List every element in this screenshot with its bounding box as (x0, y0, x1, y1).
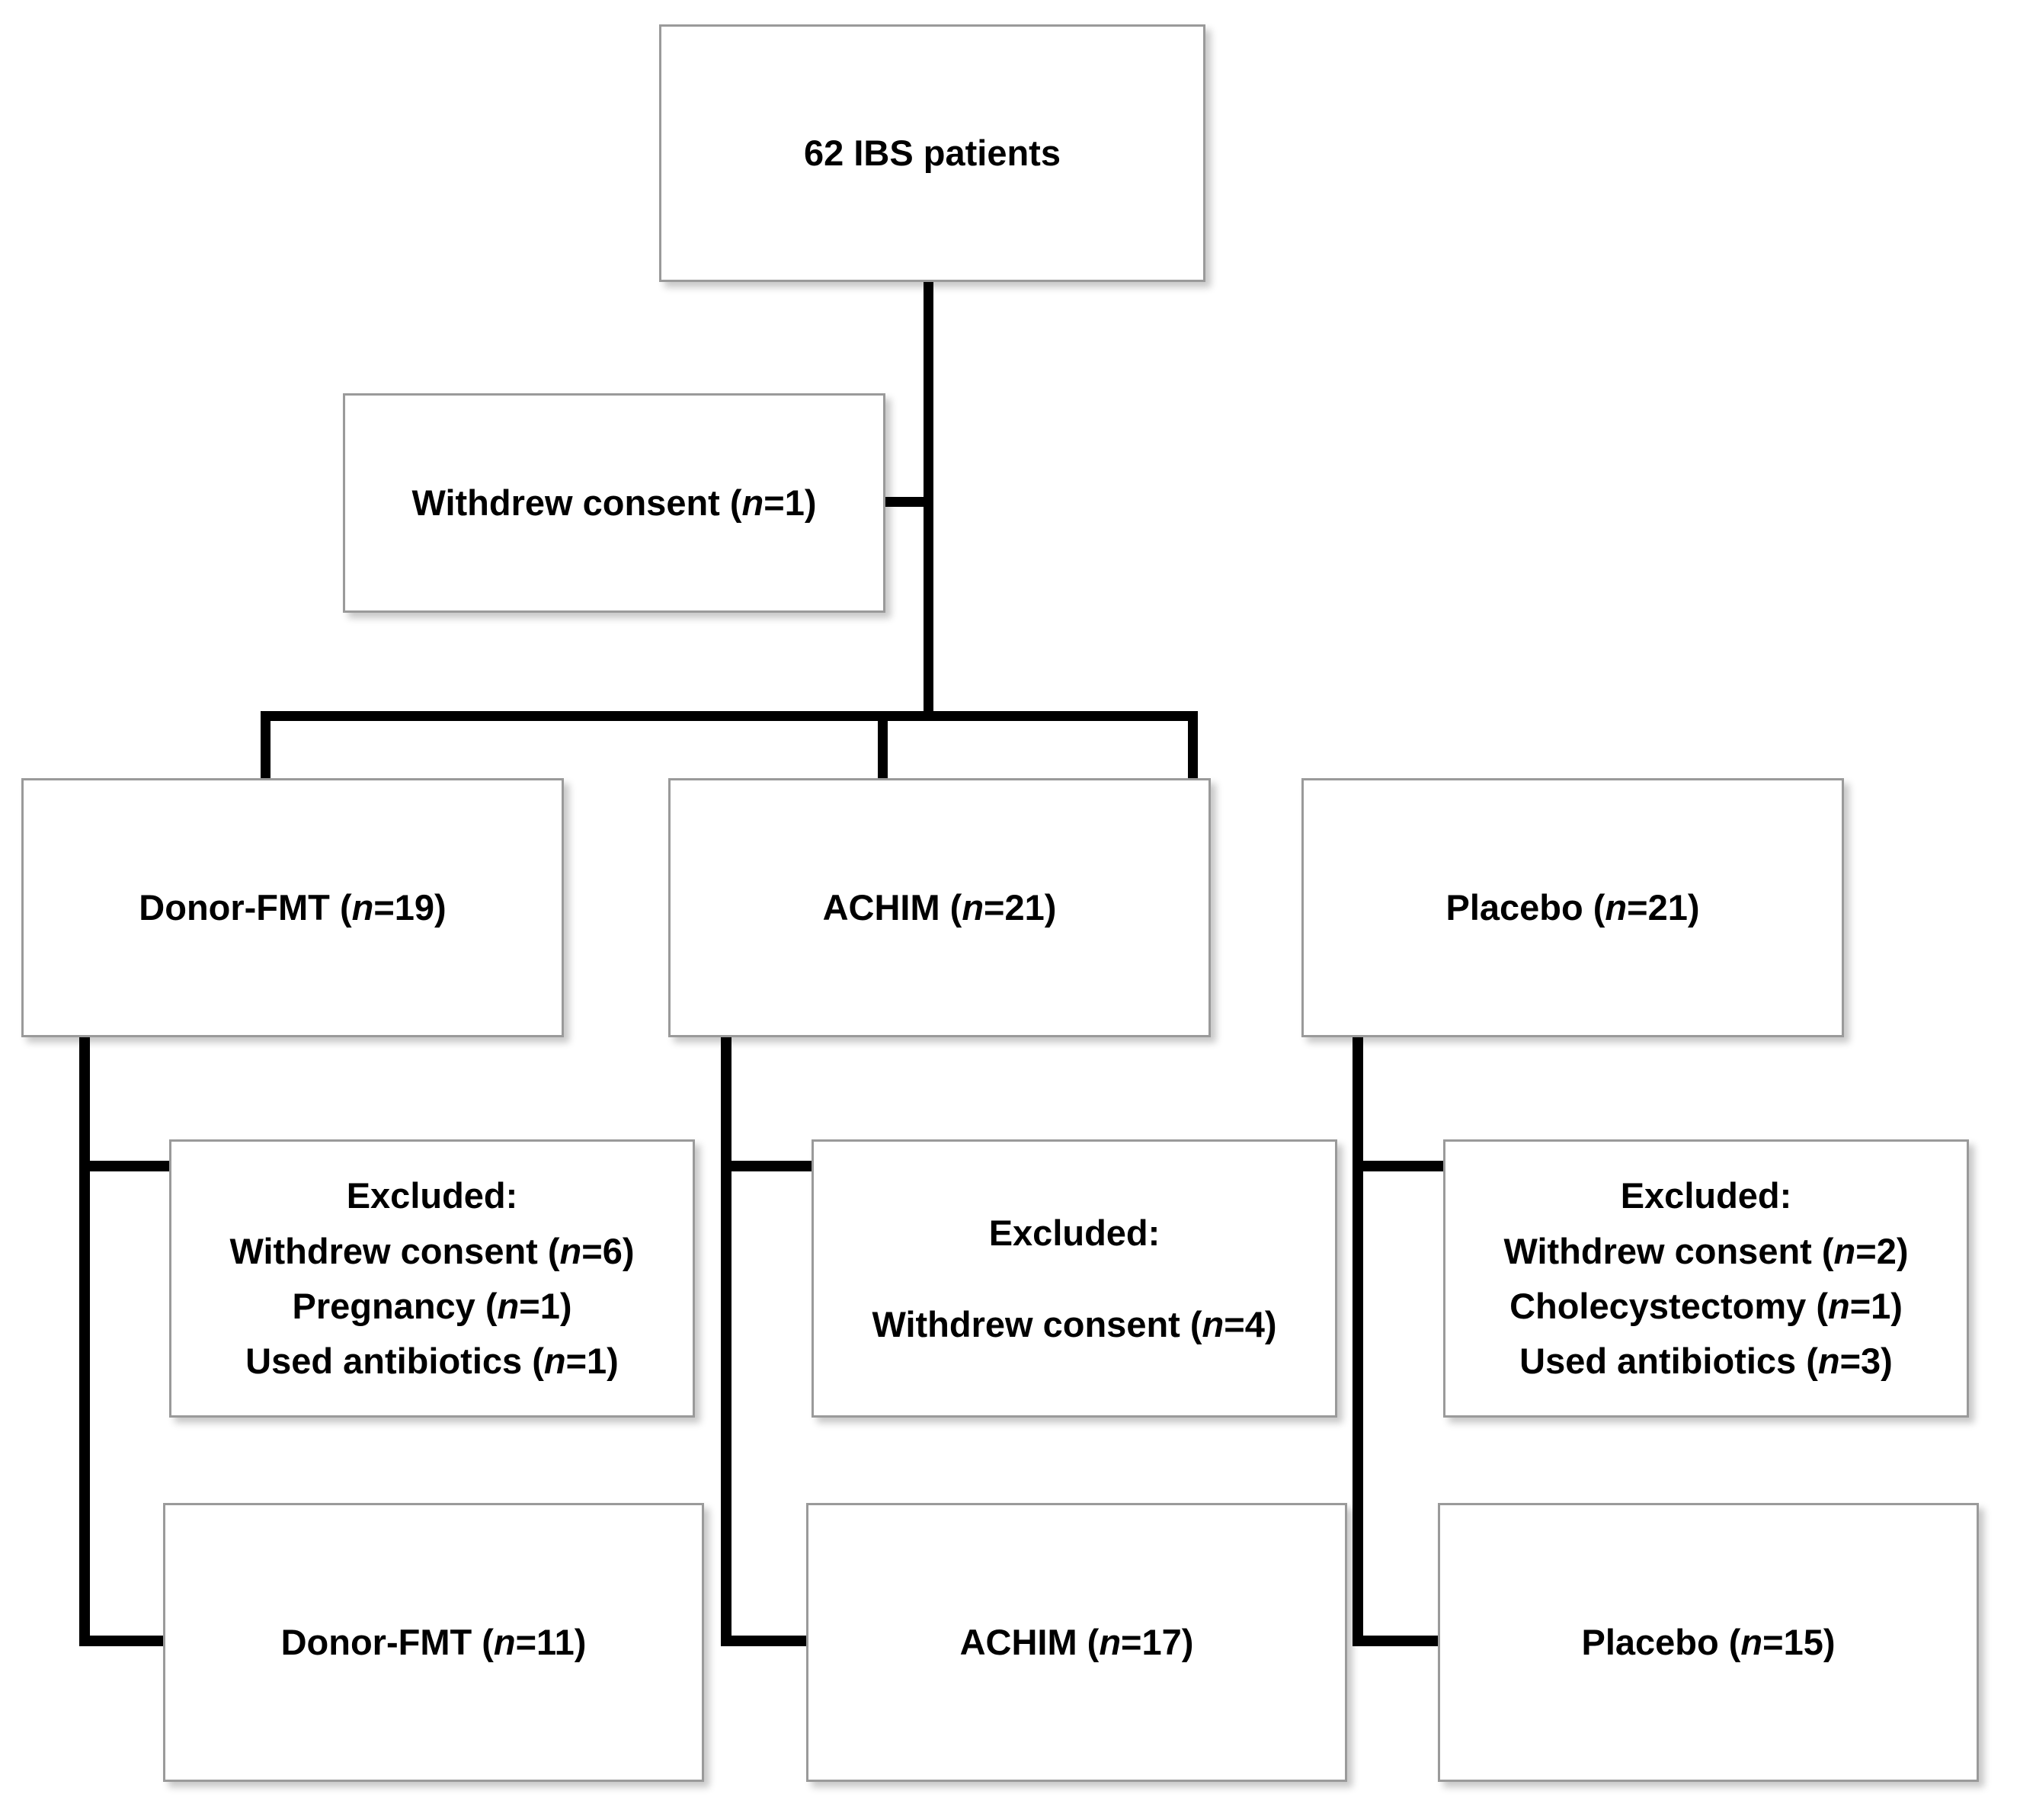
italic-n: n (497, 1286, 520, 1326)
node-final-donor-fmt-label: Donor-FMT (n=11) (280, 1622, 587, 1663)
italic-n: n (1740, 1622, 1763, 1663)
italic-n: n (1827, 1286, 1850, 1326)
italic-n: n (351, 887, 374, 928)
node-excluded-placebo-reason-2: Cholecystectomy (n=1) (1509, 1286, 1903, 1326)
node-excluded-placebo-heading: Excluded: (1620, 1175, 1792, 1216)
node-excluded-placebo: Excluded: Withdrew consent (n=2) Cholecy… (1443, 1139, 1969, 1418)
node-final-placebo-label: Placebo (n=15) (1581, 1622, 1836, 1663)
italic-n: n (1833, 1230, 1856, 1271)
node-excluded-placebo-reason-3: Used antibiotics (n=3) (1519, 1341, 1893, 1382)
connector-right-excluded-stub (1353, 1161, 1445, 1171)
connector-trunk-vertical (924, 168, 933, 720)
connector-left-vertical (79, 1037, 90, 1646)
connector-bus-leg-middle (878, 711, 888, 780)
node-excluded-donor-fmt-reason-1: Withdrew consent (n=6) (229, 1230, 635, 1271)
node-excluded-donor-fmt-reason-3: Used antibiotics (n=1) (245, 1341, 619, 1382)
connector-middle-vertical (721, 1037, 731, 1646)
italic-n: n (962, 887, 984, 928)
node-excluded-achim: Excluded: Withdrew consent (n=4) (812, 1139, 1337, 1418)
node-arm-achim: ACHIM (n=21) (668, 778, 1211, 1037)
node-excluded-donor-fmt-heading: Excluded: (346, 1175, 518, 1216)
node-enrolled-label: 62 IBS patients (804, 133, 1061, 174)
connector-right-bottom-elbow (1353, 1636, 1447, 1646)
connector-bus-horizontal (261, 711, 1198, 721)
italic-n: n (559, 1230, 582, 1271)
node-enrolled: 62 IBS patients (659, 24, 1205, 282)
connector-middle-excluded-stub (721, 1161, 814, 1171)
node-excluded-donor-fmt-reason-2: Pregnancy (n=1) (292, 1286, 572, 1326)
node-arm-placebo-label: Placebo (n=21) (1445, 887, 1700, 928)
node-final-achim: ACHIM (n=17) (806, 1503, 1347, 1782)
node-arm-donor-fmt-label: Donor-FMT (n=19) (139, 887, 447, 928)
node-withdrew-consent-top: Withdrew consent (n=1) (343, 393, 885, 613)
node-arm-donor-fmt: Donor-FMT (n=19) (21, 778, 564, 1037)
connector-right-vertical (1353, 1037, 1363, 1646)
italic-n: n (493, 1622, 516, 1663)
italic-n: n (1817, 1341, 1840, 1382)
connector-bus-leg-right (1188, 711, 1198, 780)
connector-left-bottom-elbow (79, 1636, 172, 1646)
node-excluded-achim-heading: Excluded: (988, 1213, 1160, 1254)
node-excluded-donor-fmt: Excluded: Withdrew consent (n=6) Pregnan… (169, 1139, 695, 1418)
node-excluded-placebo-reason-1: Withdrew consent (n=2) (1503, 1230, 1909, 1271)
node-arm-placebo: Placebo (n=21) (1301, 778, 1844, 1037)
italic-n: n (1099, 1622, 1122, 1663)
node-withdrew-consent-top-label: Withdrew consent (n=1) (411, 482, 817, 524)
connector-bus-leg-left (261, 711, 271, 780)
node-excluded-achim-reason-1: Withdrew consent (n=4) (872, 1303, 1277, 1344)
connector-middle-bottom-elbow (721, 1636, 815, 1646)
italic-n: n (1605, 887, 1628, 928)
italic-n: n (1202, 1303, 1224, 1344)
italic-n: n (741, 482, 764, 524)
node-final-placebo: Placebo (n=15) (1438, 1503, 1979, 1782)
node-final-donor-fmt: Donor-FMT (n=11) (163, 1503, 704, 1782)
node-arm-achim-label: ACHIM (n=21) (822, 887, 1057, 928)
connector-left-excluded-stub (79, 1161, 171, 1171)
connector-withdrew-stub (884, 497, 928, 507)
node-final-achim-label: ACHIM (n=17) (959, 1622, 1194, 1663)
italic-n: n (543, 1341, 566, 1382)
